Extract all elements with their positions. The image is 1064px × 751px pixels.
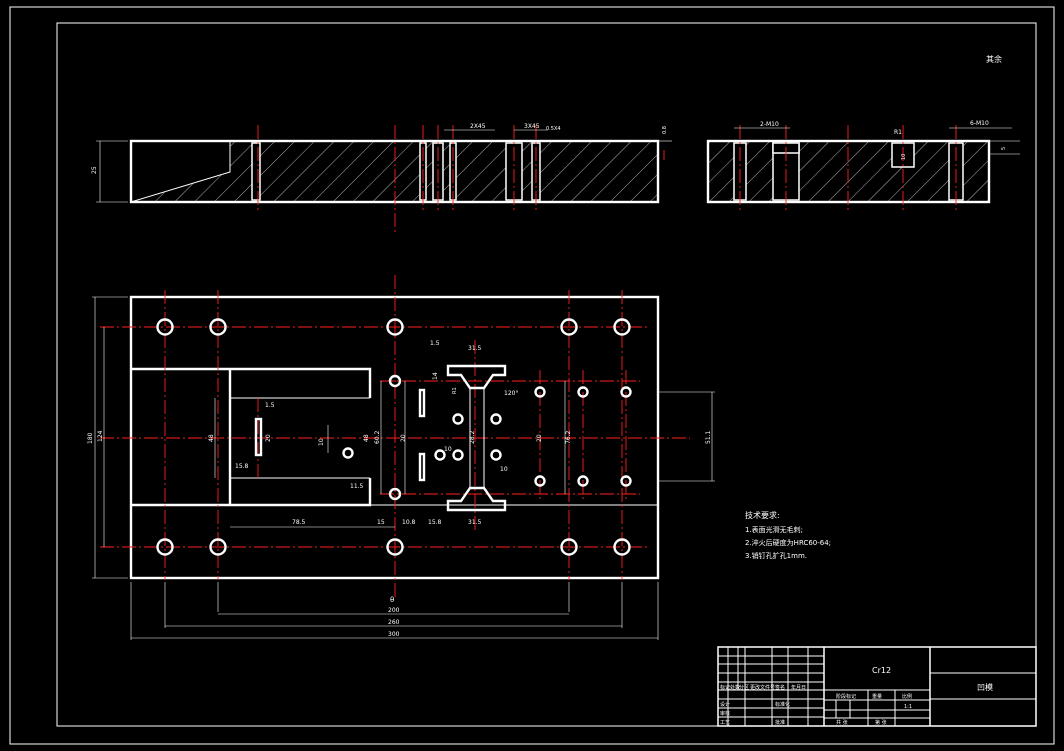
tech-title: 技术要求: xyxy=(745,510,780,520)
dim-1-5-left: 1.5 xyxy=(265,402,275,409)
dim-120: 120° xyxy=(504,390,518,397)
outer-border xyxy=(9,6,1055,745)
dim-thickness-right: 5 xyxy=(1001,147,1007,150)
dim-15: 15 xyxy=(377,519,385,526)
dim-screw-holes-right: 6-M10 xyxy=(970,120,989,127)
corner-roughness-note: 其余 xyxy=(986,54,1002,64)
tb-label-5: 签名 xyxy=(775,684,785,691)
dim-chamfer-1: 2X45 xyxy=(470,123,486,130)
tb-label-15: 共 张 xyxy=(836,719,848,726)
hole-group-small xyxy=(342,374,632,501)
tb-label-1: 标记 xyxy=(720,684,730,691)
hole-group-large xyxy=(156,318,631,556)
front-section-view: 25 2X45 3X45 0.5X4 0.8 xyxy=(91,123,672,232)
tech-requirements: 技术要求: 1.表面光滑无毛刺; 2.淬火后硬度为HRC60-64; 3.销钉孔… xyxy=(745,510,831,560)
tech-item-1: 1.表面光滑无毛刺; xyxy=(745,525,803,534)
dim-60-2: 60.2 xyxy=(374,430,381,444)
tb-scale-value: 1:1 xyxy=(904,704,912,710)
dim-260: 260 xyxy=(388,619,400,626)
dim-11-5: 11.5 xyxy=(350,483,364,490)
tb-label-9: 阶段标记 xyxy=(836,693,856,700)
dim-28-2: 28.2 xyxy=(469,430,476,444)
tb-label-13: 工艺 xyxy=(720,720,730,726)
dim-300: 300 xyxy=(388,631,400,638)
tech-item-2: 2.淬火后硬度为HRC60-64; xyxy=(745,538,831,547)
dim-20-right: 20 xyxy=(536,434,543,442)
tb-label-6: 年月日 xyxy=(791,684,806,691)
tech-item-3: 3.销钉孔扩孔1mm. xyxy=(745,551,807,560)
tb-label-7: 设计 xyxy=(720,701,730,708)
dim-10-b: 10 xyxy=(500,466,508,473)
tb-label-16: 第 张 xyxy=(875,719,887,726)
dim-height-left: 25 xyxy=(91,166,98,174)
tb-label-2: 处数 xyxy=(730,684,740,691)
dim-screw-holes: 2-M10 xyxy=(760,121,779,128)
dim-48-right: 48 xyxy=(363,434,370,442)
tb-label-12: 审核 xyxy=(720,710,730,717)
dim-15-8: 15.8 xyxy=(428,519,442,526)
tb-label-8: 标准化 xyxy=(775,701,790,708)
dim-radius: R1 xyxy=(894,129,902,136)
tb-label-10: 重量 xyxy=(872,693,882,700)
dim-R1: R1 xyxy=(452,387,458,394)
dim-groove-depth: 10 xyxy=(901,154,907,160)
dim-theta: θ xyxy=(390,596,394,604)
dim-total-height: 180 xyxy=(87,432,94,444)
dim-20-left: 20 xyxy=(265,434,272,442)
dim-1-5-top: 1.5 xyxy=(430,340,440,347)
dim-10-8: 10.8 xyxy=(402,519,416,526)
dim-slot-len: 78.5 xyxy=(292,519,306,526)
plan-view: 180 124 48 78.5 15 10.8 15.8 31.5 31.5 1… xyxy=(87,275,715,640)
material: Cr12 xyxy=(872,666,891,675)
dim-15-8-left: 15.8 xyxy=(235,463,249,470)
inner-border xyxy=(56,22,1037,727)
dim-31-5-top: 31.5 xyxy=(468,345,482,352)
tb-label-14: 批准 xyxy=(775,719,785,726)
dim-20-mid: 20 xyxy=(400,434,407,442)
dim-chamfer-2: 3X45 xyxy=(524,123,540,130)
dim-76-2: 76.2 xyxy=(565,430,572,444)
dim-31-5-bottom: 31.5 xyxy=(468,519,482,526)
dim-51-1: 51.1 xyxy=(705,430,712,444)
title-block: Cr12 凹模 标记 处数 分区 更改文件号 签名 年月日 设计 标准化 阶段标… xyxy=(717,646,1037,727)
tb-label-4: 更改文件号 xyxy=(750,684,775,691)
tb-label-3: 分区 xyxy=(739,684,749,691)
dim-hole-spacing-v: 124 xyxy=(97,430,104,442)
side-section-view: 2-M10 R1 10 6-M10 5 xyxy=(706,120,1020,212)
part-name: 凹模 xyxy=(977,682,993,692)
dim-chamfer-3: 0.5X4 xyxy=(546,126,561,132)
tb-label-11: 比例 xyxy=(902,693,912,700)
dim-top-right-left: 0.8 xyxy=(662,126,668,134)
dimension-lines xyxy=(92,296,715,640)
dim-10-left: 10 xyxy=(318,438,325,446)
dim-14: 14 xyxy=(432,372,439,380)
dim-200: 200 xyxy=(388,607,400,614)
dim-slot-width: 48 xyxy=(208,434,215,442)
dim-10-a: 10 xyxy=(444,446,452,453)
